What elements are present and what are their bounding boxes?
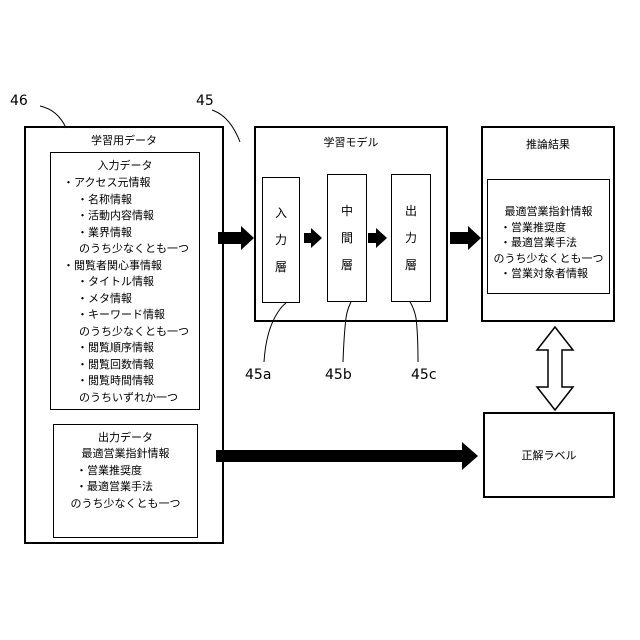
output-layer-box: 出 力 層 (391, 174, 431, 302)
output-line: ・最適営業手法 (76, 479, 153, 496)
input-line: のうち少なくとも一つ (79, 241, 189, 258)
output-layer-char: 力 (392, 229, 430, 246)
inference-result-title: 推論結果 (483, 137, 613, 154)
learning-data-title: 学習用データ (26, 133, 222, 150)
input-line: のうちいずれか一つ (79, 390, 178, 407)
leader-line-46 (40, 106, 66, 128)
inference-result-box: 推論結果 最適営業指針情報 ・営業推奨度 ・最適営業手法 のうち少なくとも一つ … (481, 126, 615, 322)
ref-input-layer: 45a (245, 367, 271, 383)
inference-line: ・最適営業手法 (500, 235, 577, 252)
input-layer-char: 力 (263, 231, 299, 248)
input-layer-box: 入 力 層 (262, 177, 300, 303)
output-data-box: 出力データ 最適営業指針情報 ・営業推奨度 ・最適営業手法 のうち少なくとも一つ (53, 424, 198, 538)
middle-layer-char: 層 (328, 256, 366, 273)
input-line: ・名称情報 (77, 192, 132, 209)
input-data-box: 入力データ ・アクセス元情報 ・名称情報 ・活動内容情報 ・業界情報 のうち少な… (50, 152, 200, 410)
middle-layer-char: 間 (328, 229, 366, 246)
output-line: 最適営業指針情報 (54, 446, 197, 463)
input-line: ・アクセス元情報 (63, 175, 150, 192)
input-line: ・閲覧順序情報 (77, 340, 154, 357)
output-layer-char: 層 (392, 256, 430, 273)
middle-layer-box: 中 間 層 (327, 174, 367, 302)
inference-line: のうち少なくとも一つ (488, 251, 609, 268)
learning-model-title: 学習モデル (256, 135, 446, 152)
arrow-model-to-inference (450, 226, 481, 250)
input-line: のうち少なくとも一つ (79, 324, 189, 341)
input-layer-char: 層 (263, 258, 299, 275)
input-data-title: 入力データ (51, 158, 199, 175)
inference-line: ・営業対象者情報 (500, 266, 588, 283)
learning-model-box: 学習モデル 入 力 層 中 間 層 出 力 層 (254, 126, 448, 322)
ref-middle-layer: 45b (325, 367, 352, 383)
input-line: ・閲覧時間情報 (77, 373, 154, 390)
input-line: ・業界情報 (77, 225, 132, 242)
output-layer-char: 出 (392, 202, 430, 219)
learning-data-box: 学習用データ 入力データ ・アクセス元情報 ・名称情報 ・活動内容情報 ・業界情… (24, 126, 224, 544)
output-line: のうち少なくとも一つ (54, 496, 197, 513)
inference-line: 最適営業指針情報 (488, 204, 609, 221)
inference-detail-box: 最適営業指針情報 ・営業推奨度 ・最適営業手法 のうち少なくとも一つ ・営業対象… (487, 179, 610, 294)
output-data-title: 出力データ (54, 430, 197, 447)
input-layer-char: 入 (263, 204, 299, 221)
input-line: ・活動内容情報 (77, 208, 154, 225)
input-line: ・キーワード情報 (77, 307, 165, 324)
arrow-output-to-label (216, 442, 478, 470)
correct-label-box: 正解ラベル (483, 412, 615, 498)
ref-output-layer: 45c (411, 367, 437, 383)
middle-layer-char: 中 (328, 202, 366, 219)
input-line: ・閲覧者関心事情報 (63, 258, 162, 275)
output-line: ・営業推奨度 (76, 463, 142, 480)
inference-line: ・営業推奨度 (500, 220, 566, 237)
input-line: ・閲覧回数情報 (77, 357, 154, 374)
correct-label-text: 正解ラベル (485, 448, 613, 465)
ref-learning-model: 45 (196, 93, 214, 109)
ref-learning-data: 46 (10, 93, 28, 109)
input-line: ・タイトル情報 (77, 274, 154, 291)
input-line: ・メタ情報 (77, 291, 132, 308)
double-arrow-compare (537, 327, 573, 410)
